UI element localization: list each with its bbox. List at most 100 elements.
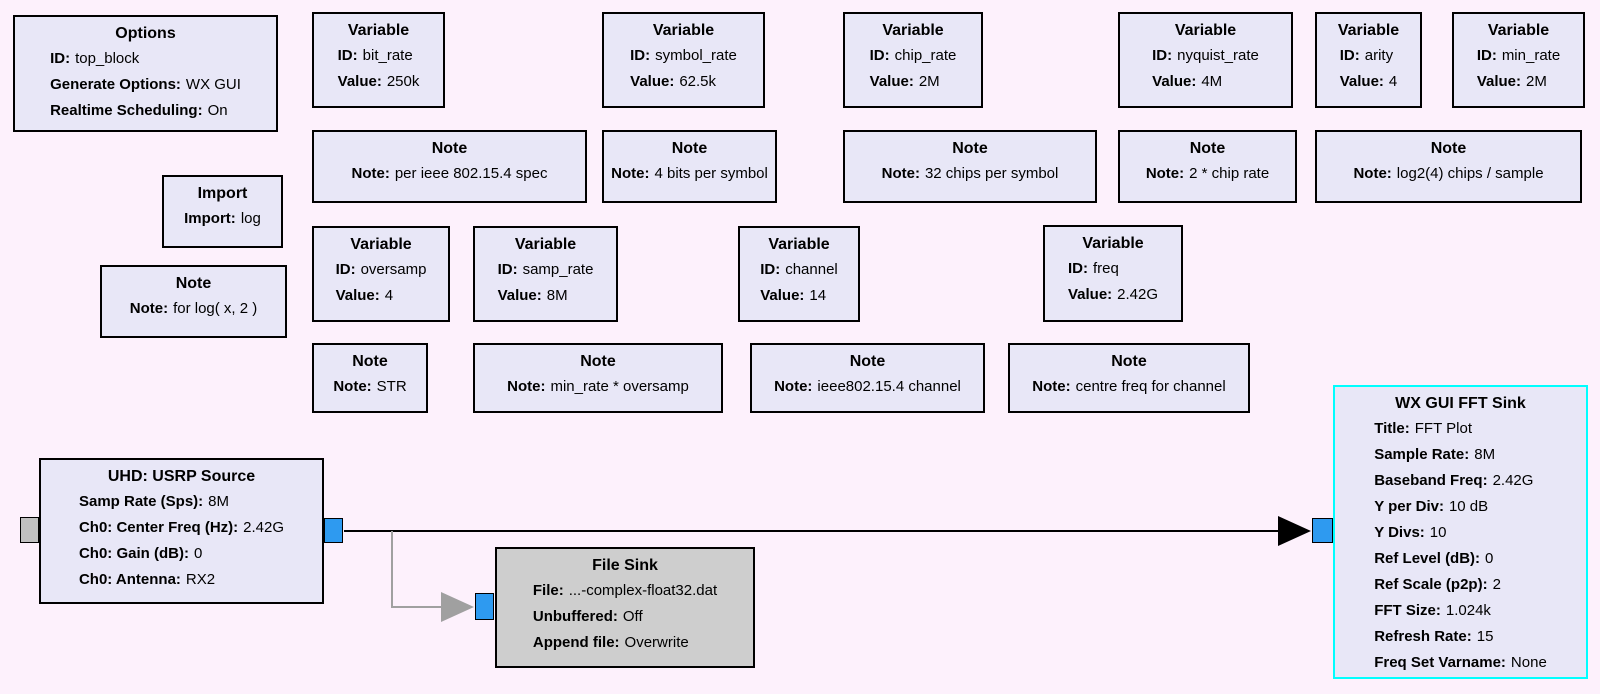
param-value: Overwrite (624, 634, 689, 651)
param-value: 10 dB (1448, 498, 1489, 515)
file-sink-input-port[interactable] (475, 593, 494, 620)
usrp-message-port[interactable] (20, 517, 39, 543)
param-line: Y per Div:10 dB (1374, 494, 1547, 520)
param-value: 4 bits per symbol (654, 165, 768, 182)
param-line: ID:bit_rate (338, 43, 420, 69)
param-value: arity (1364, 47, 1394, 64)
param-line: Value:2M (870, 69, 957, 95)
param-value: 4 (384, 287, 394, 304)
param-label: FFT Size: (1374, 602, 1441, 619)
block-params: Note:2 * chip rate (1146, 161, 1269, 187)
param-value: 2 (1492, 576, 1501, 593)
usrp-output-port[interactable] (324, 518, 343, 543)
param-line: Note:centre freq for channel (1032, 374, 1225, 400)
block-title: Note (431, 140, 468, 157)
param-line: Append file:Overwrite (533, 630, 717, 656)
fft-sink-input-port[interactable] (1312, 518, 1333, 543)
param-label: File: (532, 582, 564, 599)
param-line: Generate Options:WX GUI (50, 72, 241, 98)
param-line: Note:2 * chip rate (1146, 161, 1269, 187)
param-label: Append file: (532, 634, 620, 651)
param-value: 2.42G (1117, 286, 1159, 303)
param-line: Unbuffered:Off (533, 604, 717, 630)
param-value: ...-complex-float32.dat (568, 582, 718, 599)
block-title: Variable (347, 22, 410, 39)
block-title: Note (352, 353, 388, 370)
param-value: log2(4) chips / sample (1396, 165, 1544, 182)
connection-usrp-to-file-sink[interactable] (391, 531, 441, 608)
param-value: 14 (809, 287, 827, 304)
param-label: ID: (1067, 260, 1088, 277)
param-value: min_rate (1501, 47, 1561, 64)
param-value: 0 (1485, 550, 1494, 567)
block-title: UHD: USRP Source (107, 468, 256, 485)
param-value: top_block (75, 50, 140, 67)
param-value: None (1510, 654, 1547, 671)
param-value: 4M (1201, 73, 1223, 90)
param-line: Note:for log( x, 2 ) (130, 296, 258, 322)
param-value: 2.42G (243, 519, 285, 536)
block-params: Note:ieee802.15.4 channel (774, 374, 961, 400)
param-line: Note:log2(4) chips / sample (1353, 161, 1543, 187)
param-label: Y Divs: (1374, 524, 1425, 541)
block-title: Note (1189, 140, 1226, 157)
param-label: Y per Div: (1374, 498, 1444, 515)
param-line: Value:2.42G (1068, 282, 1158, 308)
param-label: Note: (774, 378, 813, 395)
param-line: ID:symbol_rate (630, 43, 737, 69)
param-line: ID:nyquist_rate (1152, 43, 1259, 69)
param-label: ID: (50, 50, 71, 67)
param-value: 62.5k (679, 73, 717, 90)
param-value: 15 (1476, 628, 1494, 645)
param-line: Title:FFT Plot (1374, 416, 1547, 442)
block-title: Variable (1082, 235, 1144, 252)
block-title: Note (175, 275, 212, 292)
param-value: 0 (193, 545, 203, 562)
block-title: Note (849, 353, 886, 370)
param-value: 8M (546, 287, 568, 304)
param-line: Note:min_rate * oversamp (507, 374, 689, 400)
param-line: Import:log (184, 206, 261, 232)
param-value: 2.42G (1492, 472, 1534, 489)
param-line: Ch0: Antenna:RX2 (79, 567, 284, 593)
param-label: ID: (630, 47, 651, 64)
param-line: Sample Rate:8M (1374, 442, 1547, 468)
block-title: Note (1111, 353, 1147, 370)
block-title: Variable (350, 236, 412, 253)
block-title: Import (197, 185, 248, 202)
